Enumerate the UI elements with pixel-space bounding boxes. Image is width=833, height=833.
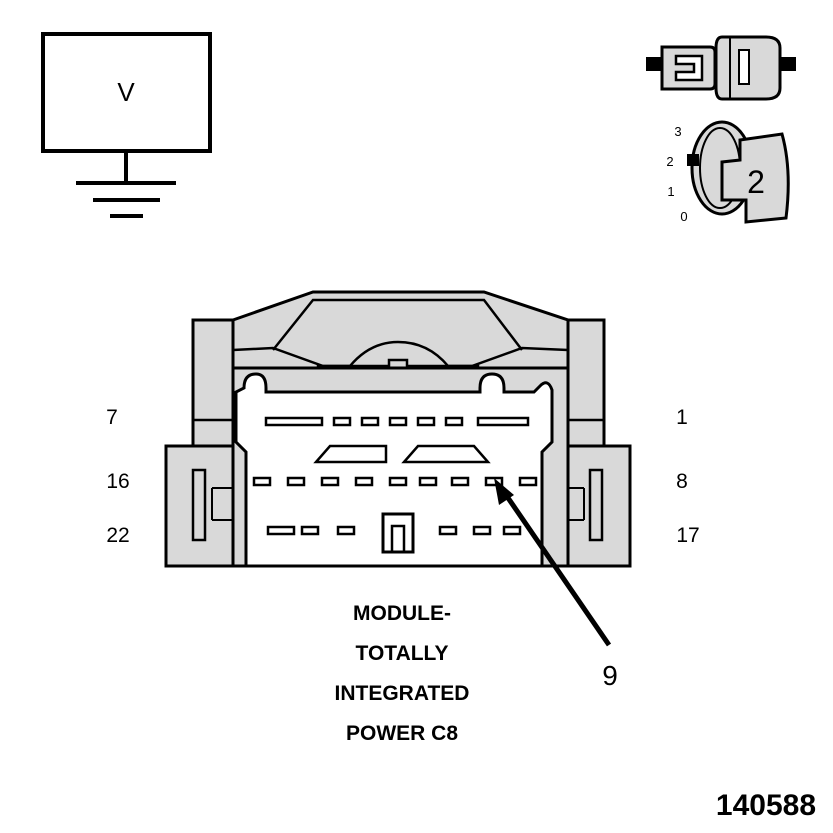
figure-number: 140588 — [716, 789, 816, 822]
pin-label-8: 8 — [676, 470, 688, 493]
pin-label-16: 16 — [106, 470, 129, 493]
ignition-position-0: 0 — [680, 209, 687, 224]
callout-label: 9 — [602, 660, 618, 691]
ignition-position-2: 2 — [666, 154, 673, 169]
title-line-2: TOTALLY — [356, 642, 449, 665]
title-line-4: POWER C8 — [346, 722, 458, 745]
ignition-position-1: 1 — [667, 184, 674, 199]
connector-face: 7 1 16 8 22 17 — [106, 290, 700, 568]
pin-9-callout-arrow: 9 — [494, 478, 618, 691]
connector-title: MODULE- TOTALLY INTEGRATED POWER C8 — [335, 602, 470, 745]
title-line-3: INTEGRATED — [335, 682, 470, 705]
pin-label-22: 22 — [106, 524, 129, 547]
pin-label-7: 7 — [106, 406, 118, 429]
terminal-row-3 — [266, 525, 522, 536]
title-line-1: MODULE- — [353, 602, 451, 625]
connector-pair-icon — [646, 35, 796, 101]
pin-label-1: 1 — [676, 406, 688, 429]
ignition-switch-icon: 3 2 1 0 2 — [666, 120, 790, 224]
voltmeter-label: V — [117, 77, 135, 107]
terminal-row-1 — [264, 416, 530, 427]
ground-icon — [76, 151, 176, 218]
ignition-selected-position: 2 — [747, 164, 765, 200]
pin-label-17: 17 — [676, 524, 699, 547]
terminal-row-2 — [252, 476, 538, 487]
ignition-position-3: 3 — [674, 124, 681, 139]
voltmeter-symbol: V — [41, 32, 212, 218]
